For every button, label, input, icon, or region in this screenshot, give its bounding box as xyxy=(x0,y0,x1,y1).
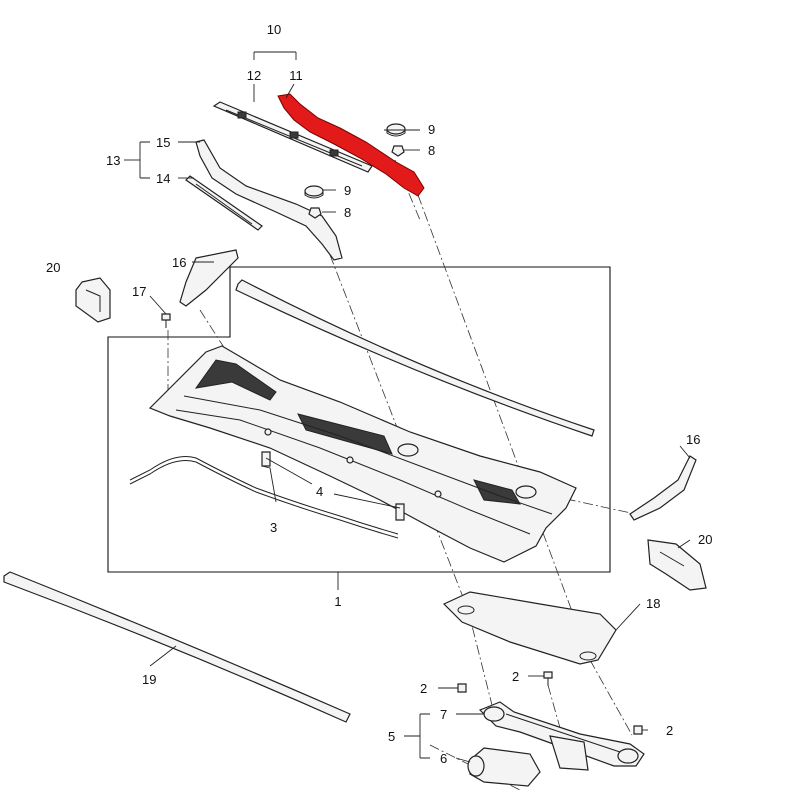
callout-11: 11 xyxy=(289,68,303,83)
side-cover-16-left xyxy=(179,249,239,307)
callout-10: 10 xyxy=(267,22,281,37)
callout-2-right: 2 xyxy=(666,723,673,738)
callout-8-lower: 8 xyxy=(344,205,351,220)
assembly-frame xyxy=(107,266,611,573)
pivot-nut-8-upper xyxy=(391,145,405,157)
wiper-arm-11-highlighted xyxy=(277,93,425,197)
washer-hose-3 xyxy=(129,456,399,539)
screw-17 xyxy=(161,313,171,328)
wiper-linkage-7 xyxy=(478,701,645,771)
callout-15: 15 xyxy=(156,135,170,150)
gasket-18 xyxy=(442,591,617,665)
callout-17: 17 xyxy=(132,284,146,299)
wiper-blade-12 xyxy=(212,101,373,173)
callout-labels: 10 12 11 9 8 9 8 13 15 14 16 20 17 4 3 1… xyxy=(46,22,712,766)
callout-3: 3 xyxy=(270,520,277,535)
wiper-blade-14 xyxy=(185,175,263,231)
callout-19: 19 xyxy=(142,672,156,687)
callout-16-right: 16 xyxy=(686,432,700,447)
bolt-2-left xyxy=(457,683,467,693)
wiper-motor-6 xyxy=(467,747,541,787)
bolt-2-center xyxy=(543,671,553,686)
leader-lines xyxy=(124,51,691,763)
callout-20-left: 20 xyxy=(46,260,60,275)
callout-2-center: 2 xyxy=(512,669,519,684)
callout-1: 1 xyxy=(334,594,341,609)
hood-seal-19 xyxy=(3,571,351,723)
callout-18: 18 xyxy=(646,596,660,611)
pivot-nut-8-lower xyxy=(308,207,322,219)
callout-9-upper: 9 xyxy=(428,122,435,137)
bracket-20-right xyxy=(647,539,707,591)
hose-clip-4-b xyxy=(395,503,405,521)
side-cover-16-right xyxy=(629,455,697,521)
callout-7: 7 xyxy=(440,707,447,722)
callout-5: 5 xyxy=(388,729,395,744)
callout-16-left: 16 xyxy=(172,255,186,270)
callout-4: 4 xyxy=(316,484,323,499)
hose-clip-4-a xyxy=(261,451,271,467)
callout-20-right: 20 xyxy=(698,532,712,547)
callout-13: 13 xyxy=(106,153,120,168)
bracket-20-left xyxy=(75,277,111,323)
pivot-cap-9-upper xyxy=(386,123,406,137)
callout-2-left: 2 xyxy=(420,681,427,696)
callout-8-upper: 8 xyxy=(428,143,435,158)
callout-6: 6 xyxy=(440,751,447,766)
cowl-top-panel xyxy=(148,345,577,563)
pivot-cap-9-lower xyxy=(304,185,324,199)
windshield-weatherstrip xyxy=(235,279,595,437)
callout-14: 14 xyxy=(156,171,170,186)
wiper-arm-15 xyxy=(195,139,343,261)
callout-12: 12 xyxy=(247,68,261,83)
callout-9-lower: 9 xyxy=(344,183,351,198)
bolt-2-right xyxy=(633,725,643,735)
